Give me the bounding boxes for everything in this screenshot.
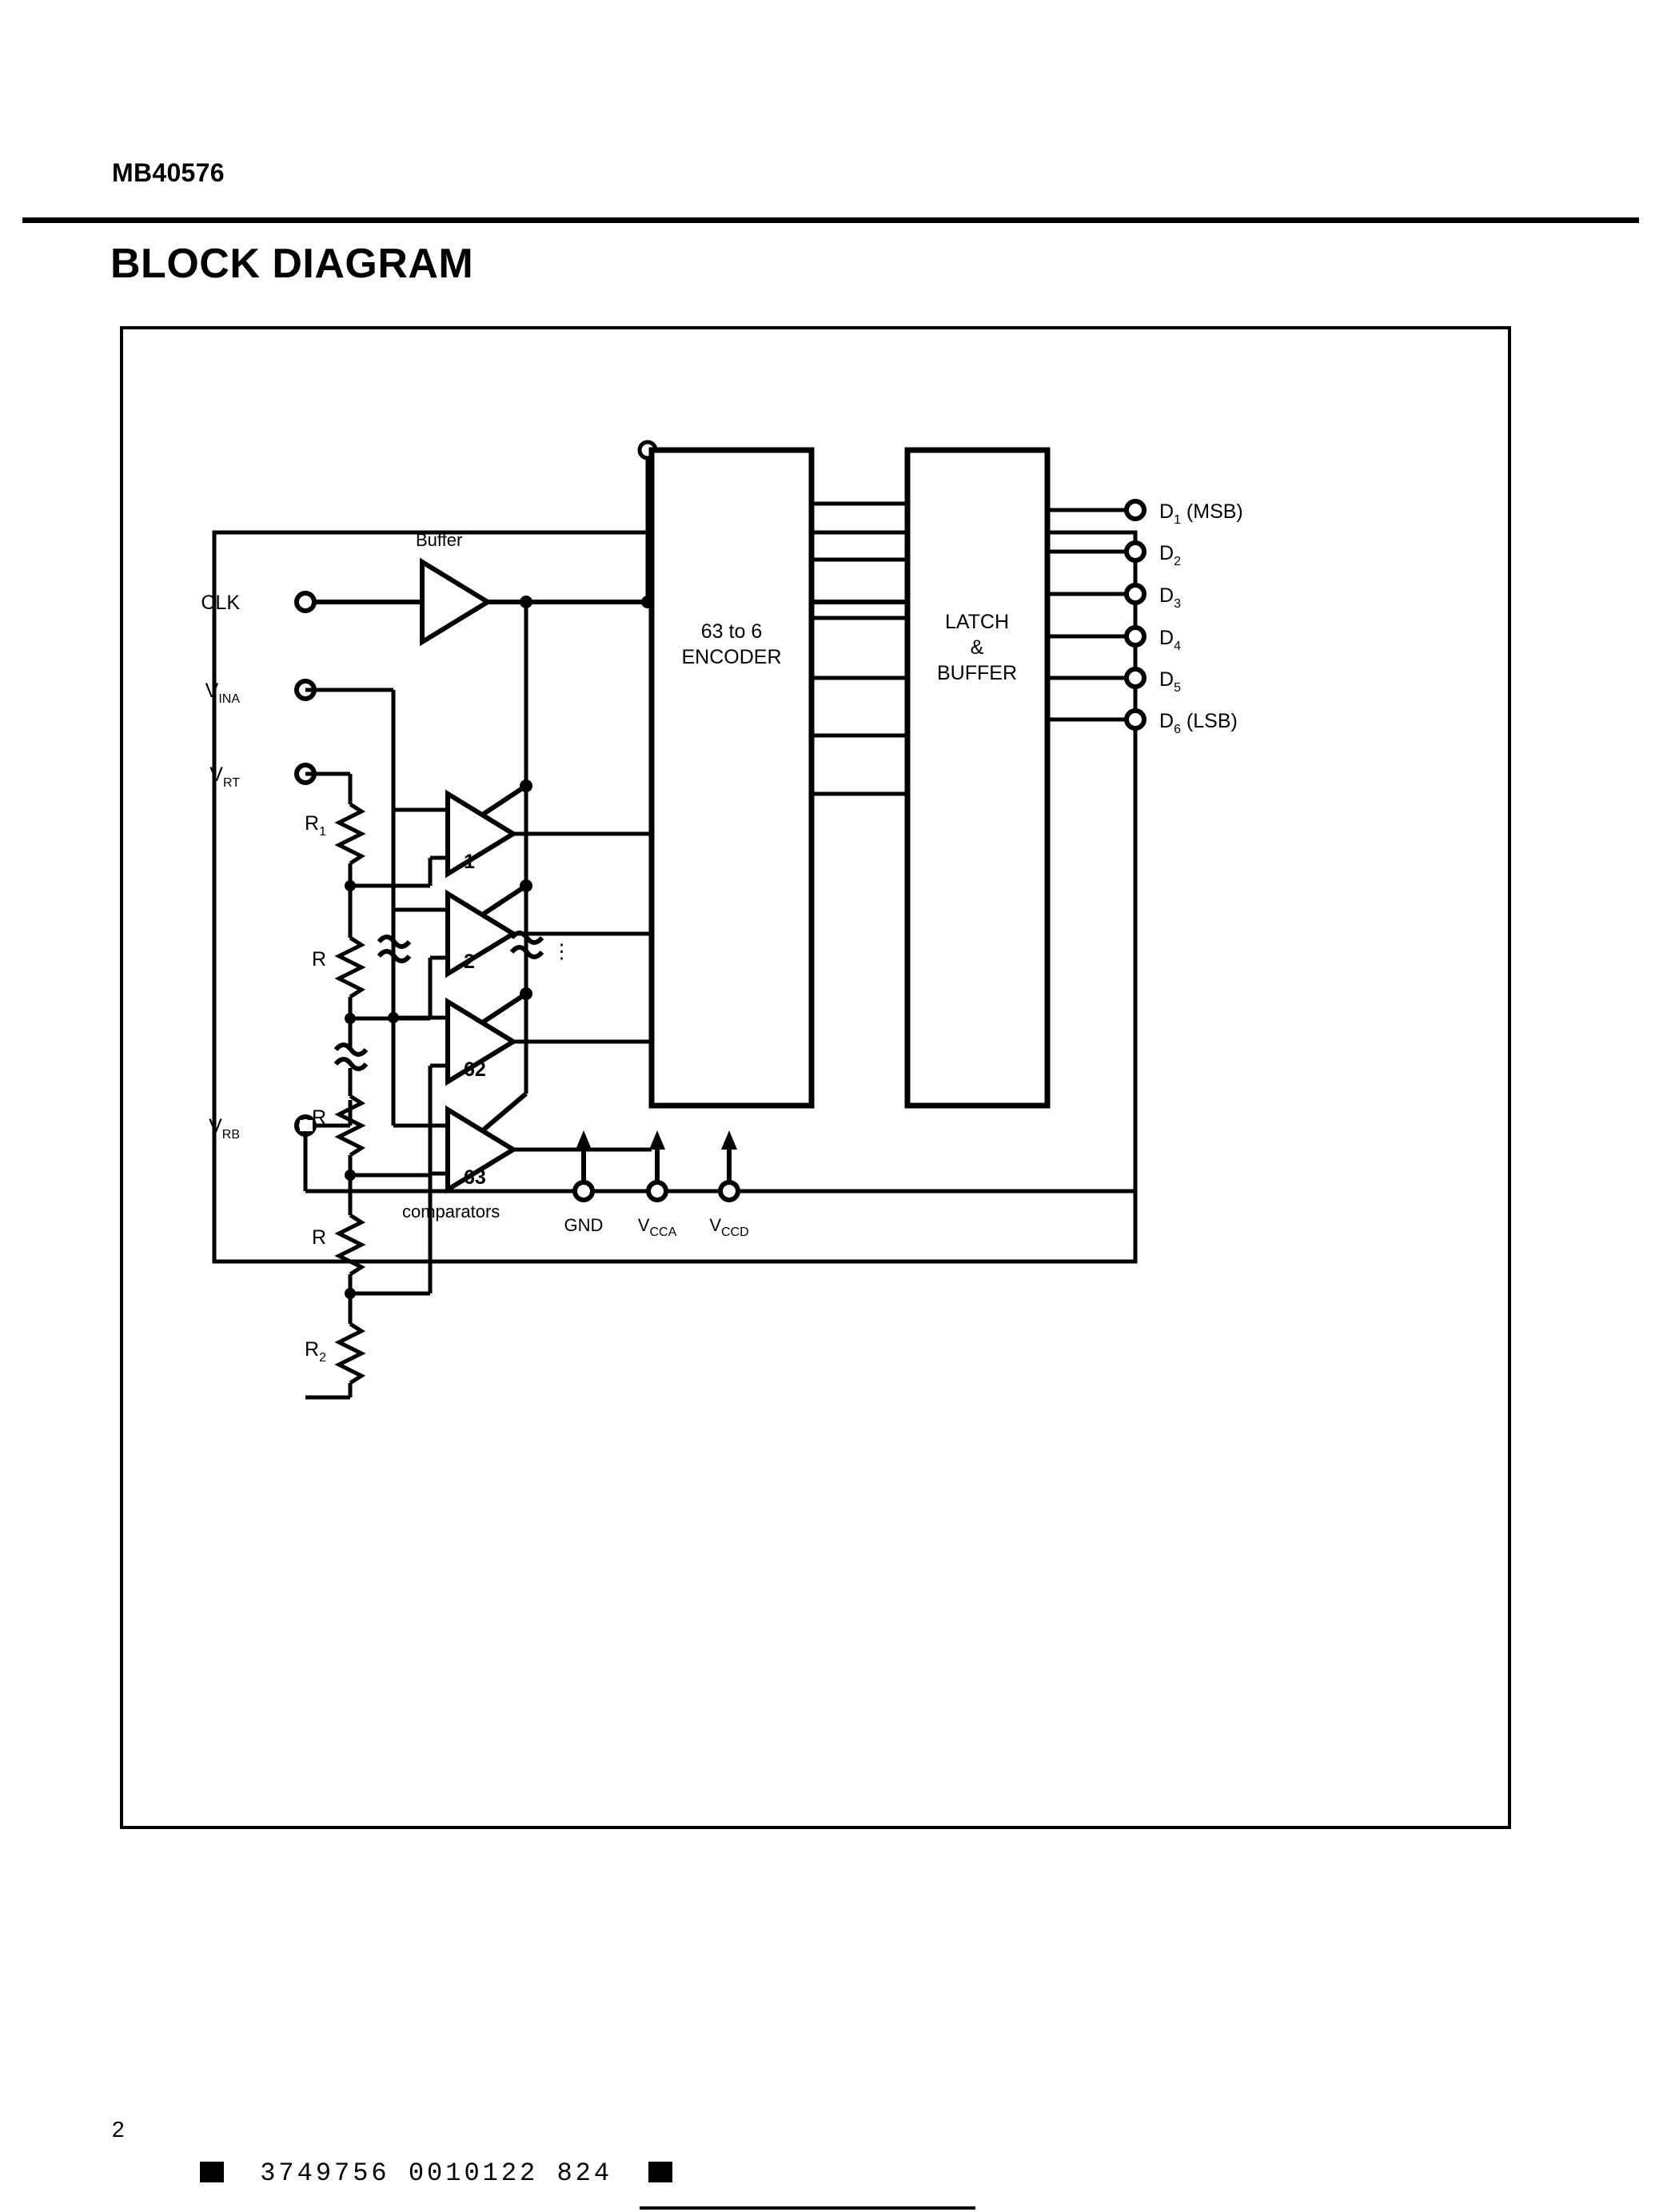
- buffer-label: Buffer: [416, 530, 462, 550]
- comparator-62: 62: [388, 987, 652, 1175]
- latch-line-1: LATCH: [945, 611, 1009, 633]
- latch-line-2: &: [971, 636, 984, 659]
- comparator-ellipsis: ⋮: [552, 940, 572, 963]
- output-label-d5: D5: [1159, 668, 1181, 695]
- resistor-label-r3rd: R: [312, 1106, 326, 1129]
- vrb-tap: [300, 1120, 313, 1131]
- encoder-block: 63 to 6 ENCODER: [648, 447, 815, 1109]
- latch-buffer-block: LATCH & BUFFER: [904, 447, 1051, 1109]
- part-number: MB40576: [112, 158, 225, 187]
- encoder-line-2: ENCODER: [681, 646, 781, 668]
- encoder-line-1: 63 to 6: [701, 620, 762, 643]
- output-bus: [1047, 508, 1135, 722]
- comparator-number-2: 2: [464, 951, 475, 973]
- resistor-label-r4th: R: [312, 1226, 326, 1249]
- input-label-vrt: VRT: [209, 763, 240, 790]
- output-pin-d5[interactable]: D5: [1124, 667, 1181, 695]
- power-label-gnd: GND: [564, 1215, 604, 1235]
- power-pin-vcca[interactable]: VCCA: [638, 1130, 677, 1239]
- output-pin-d6[interactable]: D6 (LSB): [1124, 708, 1238, 736]
- comparator-63: 63 comparators: [393, 1091, 652, 1293]
- input-pin-vrt[interactable]: VRT: [209, 763, 353, 798]
- power-pin-vccd[interactable]: VCCD: [709, 1130, 749, 1239]
- power-label-vcca: VCCA: [638, 1215, 677, 1239]
- output-pin-d1[interactable]: D1 (MSB): [1124, 499, 1243, 527]
- output-pin-d4[interactable]: D4: [1124, 625, 1181, 653]
- input-pin-vina[interactable]: VINA: [205, 679, 412, 1126]
- output-label-d3: D3: [1159, 584, 1181, 611]
- input-pin-clk[interactable]: CLK: [201, 591, 317, 614]
- footer-block-right: [648, 2162, 673, 2182]
- comparator-number-62: 62: [464, 1058, 486, 1081]
- input-label-clk: CLK: [201, 592, 240, 614]
- resistor-label-r2nd: R: [312, 948, 326, 970]
- latch-line-3: BUFFER: [937, 662, 1017, 684]
- comparator-number-63: 63: [464, 1166, 486, 1189]
- power-label-vccd: VCCD: [709, 1215, 748, 1239]
- bottom-edge-mark: [640, 2206, 975, 2210]
- header-divider: [22, 217, 1639, 223]
- resistor-label-r2: R2: [305, 1338, 326, 1365]
- output-label-d1: D1 (MSB): [1159, 500, 1243, 527]
- block-diagram-canvas: Buffer CLK VINA: [201, 440, 1243, 1400]
- page-title: BLOCK DIAGRAM: [110, 241, 474, 287]
- output-pin-d3[interactable]: D3: [1124, 583, 1181, 611]
- resistor-ladder: R1 R R: [305, 798, 430, 1400]
- output-label-d2: D2: [1159, 542, 1181, 568]
- footer-block-left: [200, 2162, 224, 2182]
- comparator-number-1: 1: [464, 851, 475, 873]
- output-label-d4: D4: [1159, 627, 1181, 653]
- comparator-1: 1: [393, 779, 652, 886]
- resistor-label-r1: R1: [305, 812, 326, 839]
- power-pin-gnd[interactable]: GND: [564, 1130, 604, 1235]
- page-number: 2: [112, 2117, 125, 2142]
- footer-barcode-text: 3749756 0010122 824: [200, 2158, 673, 2188]
- output-label-d6: D6 (LSB): [1159, 710, 1238, 736]
- comparators-caption: comparators: [402, 1202, 500, 1222]
- footer-code-digits: 3749756 0010122 824: [260, 2158, 613, 2188]
- input-label-vina: VINA: [205, 680, 241, 706]
- comparator-2: 2: [393, 879, 652, 1018]
- encoder-latch-bus: [812, 501, 907, 796]
- output-pin-d2[interactable]: D2: [1124, 540, 1181, 568]
- input-label-vrb: VRB: [209, 1115, 240, 1142]
